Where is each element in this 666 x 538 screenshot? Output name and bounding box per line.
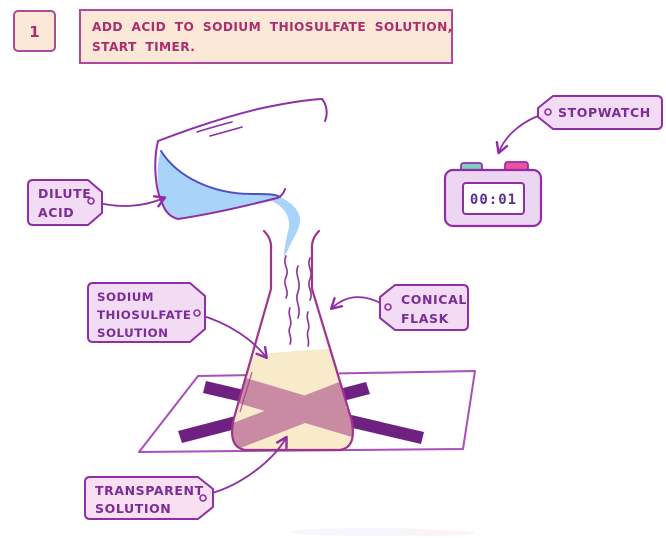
svg-text:ACID: ACID	[38, 205, 74, 220]
transparent-solution-arrow	[203, 435, 288, 496]
svg-text:TRANSPARENT: TRANSPARENT	[95, 483, 204, 498]
flask-inner-wall-line	[239, 371, 253, 413]
svg-text:THIOSULFATE: THIOSULFATE	[97, 308, 191, 322]
fumes-squiggles	[284, 255, 312, 347]
tag-hole-icon	[384, 303, 392, 311]
transparent-solution-tag: TRANSPARENT SOLUTION	[84, 476, 214, 520]
instruction-line-1: ADD ACID TO SODIUM THIOSULFATE SOLUTION,	[92, 20, 453, 34]
instruction-box	[79, 9, 453, 64]
conical-flask-arrow	[329, 296, 387, 311]
conical-flask	[231, 229, 354, 452]
svg-text:SOLUTION: SOLUTION	[97, 326, 169, 340]
svg-text:STOPWATCH: STOPWATCH	[558, 105, 651, 120]
stopwatch-tag: STOPWATCH	[537, 95, 663, 130]
tag-hole-icon	[193, 309, 201, 317]
sodium-thiosulfate-arrow	[199, 314, 268, 360]
stopwatch-display	[462, 182, 525, 215]
instruction-line-2: START TIMER.	[92, 40, 195, 54]
tag-hole-icon	[87, 197, 95, 205]
dilute-acid-tag: DILUTE ACID	[27, 179, 103, 226]
stopwatch-time: 00:01	[470, 192, 517, 208]
cross-mark-through-solution	[232, 373, 353, 449]
svg-text:SODIUM: SODIUM	[97, 290, 154, 304]
svg-text:FLASK: FLASK	[401, 311, 450, 326]
stopwatch-device: 00:01	[443, 161, 543, 228]
bottom-crop-smudge	[290, 528, 475, 536]
tag-hole-icon	[544, 108, 552, 116]
svg-text:SOLUTION: SOLUTION	[95, 501, 171, 516]
tag-hole-icon	[199, 494, 207, 502]
svg-text:CONICAL: CONICAL	[401, 292, 467, 307]
beaker	[154, 98, 328, 221]
svg-text:DILUTE: DILUTE	[38, 186, 91, 201]
acid-liquid-and-stream	[157, 151, 301, 257]
step-number: 1	[29, 23, 39, 41]
conical-flask-tag: CONICAL FLASK	[379, 284, 469, 331]
step-number-box	[13, 10, 56, 52]
sodium-thiosulfate-tag: SODIUM THIOSULFATE SOLUTION	[87, 282, 206, 343]
acid-surface-edge	[160, 150, 281, 198]
